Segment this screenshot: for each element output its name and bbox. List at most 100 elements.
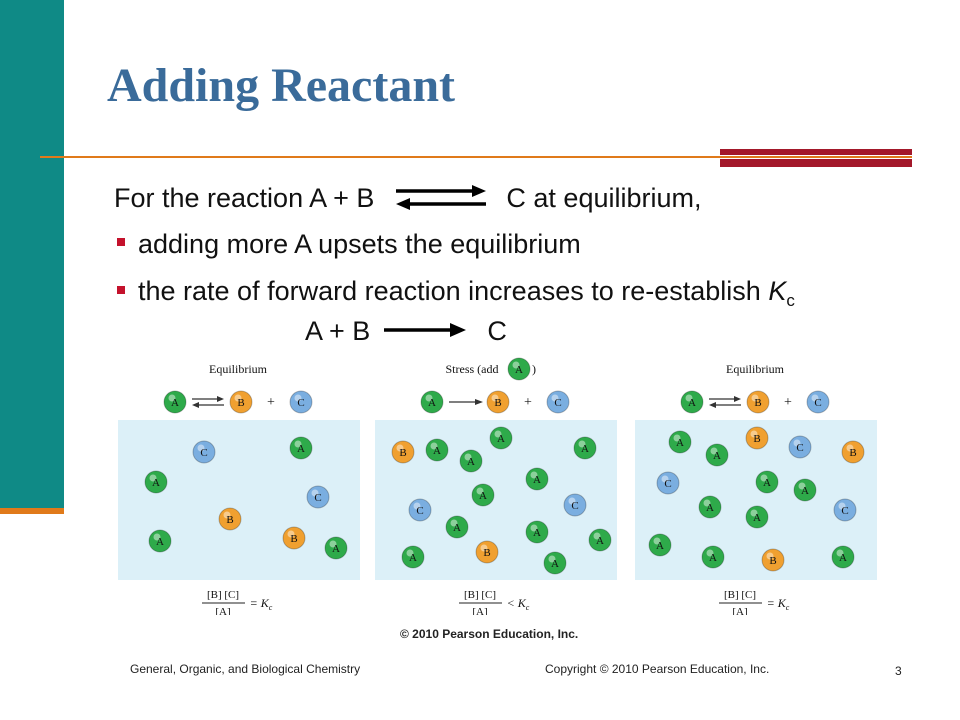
- kc-symbol: K: [768, 276, 787, 306]
- molecule-a: A: [668, 430, 692, 454]
- molecule-b: B: [745, 426, 769, 450]
- molecule-c: C: [788, 435, 812, 459]
- molecule-label: A: [409, 552, 417, 564]
- molecule-label: A: [763, 477, 771, 489]
- molecule-a: A: [648, 533, 672, 557]
- panel-label: Stress (add: [446, 362, 499, 376]
- title-rule: [40, 156, 912, 158]
- molecule-label: A: [428, 397, 436, 409]
- molecule-a: A: [543, 551, 567, 575]
- molecule-label: A: [581, 443, 589, 455]
- molecule-label: A: [152, 477, 160, 489]
- molecule-label: B: [399, 447, 406, 459]
- molecule-a: A: [755, 470, 779, 494]
- molecule-c: C: [192, 440, 216, 464]
- molecule-c: C: [546, 390, 570, 414]
- panel-label-suffix: ): [532, 362, 536, 376]
- page-number: 3: [895, 664, 902, 678]
- panel-label: Equilibrium: [209, 362, 268, 376]
- molecule-label: A: [713, 450, 721, 462]
- intro-text-after: C at equilibrium,: [506, 183, 702, 213]
- ratio-denominator: [A]: [215, 606, 230, 615]
- molecule-label: A: [753, 512, 761, 524]
- molecule-label: A: [706, 502, 714, 514]
- molecule-a: A: [148, 529, 172, 553]
- molecule-a: A: [525, 520, 549, 544]
- bullet-2: the rate of forward reaction increases t…: [138, 276, 795, 310]
- molecule-label: A: [497, 433, 505, 445]
- title-rule-accent: [720, 149, 912, 167]
- molecule-label: B: [483, 547, 490, 559]
- molecule-label: B: [237, 397, 244, 409]
- molecule-label: C: [814, 397, 821, 409]
- molecule-label: C: [314, 492, 321, 504]
- forward-equation-right: C: [487, 316, 507, 346]
- molecule-a: A: [701, 545, 725, 569]
- molecule-label: C: [200, 447, 207, 459]
- figure-copyright: © 2010 Pearson Education, Inc.: [400, 627, 579, 641]
- ratio-numerator: [B] [C]: [724, 589, 756, 601]
- plus-sign: +: [524, 395, 532, 410]
- molecule-label: C: [841, 505, 848, 517]
- molecule-label: A: [467, 456, 475, 468]
- intro-line: For the reaction A + B C at equilibrium,: [114, 185, 701, 214]
- molecule-label: B: [849, 447, 856, 459]
- molecule-label: B: [753, 433, 760, 445]
- molecule-a: A: [459, 449, 483, 473]
- molecule-b: B: [475, 540, 499, 564]
- molecule-label: C: [664, 478, 671, 490]
- equilibrium-arrows-icon: [709, 396, 741, 408]
- molecule-c: C: [656, 471, 680, 495]
- molecule-b: B: [282, 526, 306, 550]
- molecule-label: A: [297, 443, 305, 455]
- molecule-c: C: [289, 390, 313, 414]
- molecule-label: A: [596, 535, 604, 547]
- kc-subscript: c: [786, 291, 795, 310]
- ratio-relation: = Kc: [250, 596, 273, 612]
- molecule-label: A: [656, 540, 664, 552]
- molecule-b: B: [391, 440, 415, 464]
- forward-arrow-icon: [383, 322, 466, 337]
- molecule-a: A: [698, 495, 722, 519]
- molecule-label: A: [676, 437, 684, 449]
- molecule-a: A: [420, 390, 444, 414]
- molecule-c: C: [806, 390, 830, 414]
- molecule-b: B: [761, 548, 785, 572]
- intro-text-before: For the reaction A + B: [114, 183, 375, 213]
- molecule-label: B: [494, 397, 501, 409]
- bullet-1: adding more A upsets the equilibrium: [138, 229, 581, 259]
- molecule-label: C: [416, 505, 423, 517]
- molecule-a: A: [745, 505, 769, 529]
- molecule-label: A: [801, 485, 809, 497]
- molecule-a: A: [507, 357, 531, 381]
- molecule-label: A: [709, 552, 717, 564]
- molecule-b: B: [841, 440, 865, 464]
- bullet-marker: [117, 238, 125, 246]
- molecule-a: A: [525, 467, 549, 491]
- forward-equation-left: A + B: [305, 316, 371, 346]
- forward-equation: A + B C: [305, 318, 507, 345]
- molecule-a: A: [401, 545, 425, 569]
- forward-arrow-icon: [449, 399, 483, 405]
- molecule-label: C: [554, 397, 561, 409]
- molecule-b: B: [486, 390, 510, 414]
- molecule-a: A: [831, 545, 855, 569]
- molecule-label: A: [453, 522, 461, 534]
- molecule-c: C: [563, 493, 587, 517]
- slide-title: Adding Reactant: [107, 59, 456, 112]
- molecule-label: B: [754, 397, 761, 409]
- bullet-2-text: the rate of forward reaction increases t…: [138, 276, 769, 306]
- molecule-b: B: [746, 390, 770, 414]
- molecule-label: A: [515, 364, 523, 376]
- molecule-a: A: [144, 470, 168, 494]
- molecule-a: A: [471, 483, 495, 507]
- molecule-label: C: [571, 500, 578, 512]
- molecule-a: A: [289, 436, 313, 460]
- bullet-marker: [117, 286, 125, 294]
- molecule-a: A: [573, 436, 597, 460]
- plus-sign: +: [784, 395, 792, 410]
- molecule-label: B: [290, 533, 297, 545]
